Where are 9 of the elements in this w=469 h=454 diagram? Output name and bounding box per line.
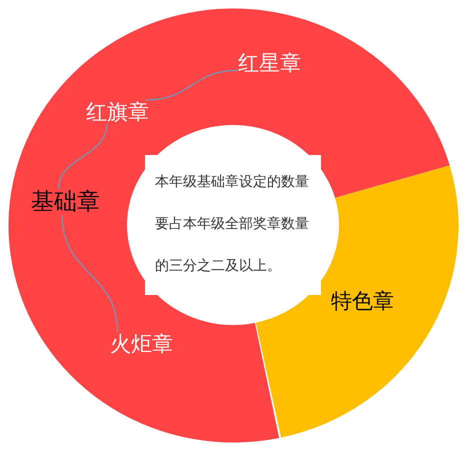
- category-label: 基础章: [31, 189, 100, 216]
- category-label: 红星章: [238, 51, 301, 76]
- connector-line: [61, 215, 118, 332]
- category-label: 红旗章: [86, 100, 149, 124]
- connector-line: [146, 70, 238, 101]
- category-label: 火炬章: [110, 332, 173, 356]
- connector-line: [58, 124, 108, 190]
- segment-label: 特色章: [331, 289, 394, 314]
- note-text: 本年级基础章设定的数量要占本年级全部奖章数量的三分之二及以上。: [155, 173, 310, 276]
